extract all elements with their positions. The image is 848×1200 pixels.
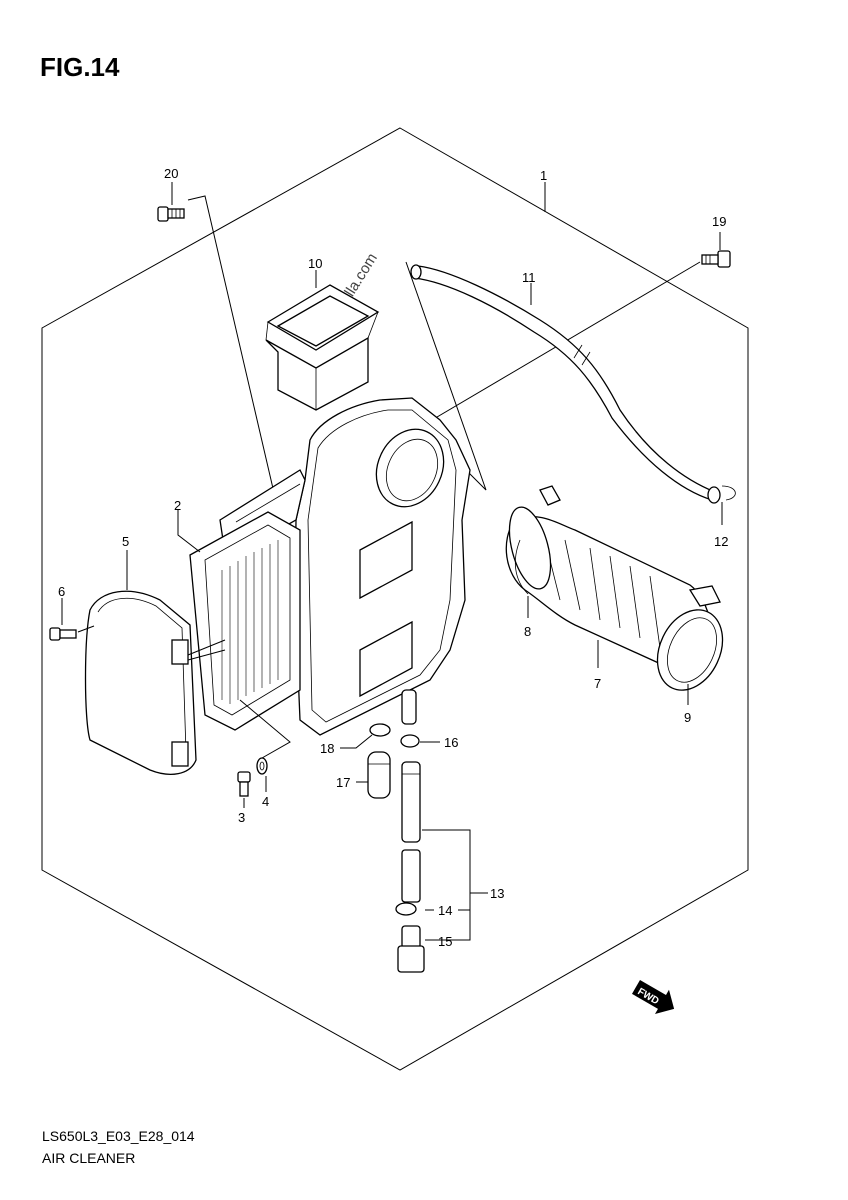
callout-20: 20 xyxy=(164,166,178,181)
figure-name: AIR CLEANER xyxy=(42,1150,136,1166)
callout-16: 16 xyxy=(444,735,458,750)
callout-4: 4 xyxy=(262,794,269,809)
part-9-clamp xyxy=(656,609,724,691)
part-4-washer xyxy=(256,757,268,775)
part-1-housing xyxy=(219,397,471,736)
svg-text:FWD: FWD xyxy=(635,986,660,1007)
callout-12: 12 xyxy=(714,534,728,549)
callout-14: 14 xyxy=(438,903,452,918)
figure-title: FIG.14 xyxy=(40,52,120,82)
part-16-oring xyxy=(400,734,420,748)
callout-17: 17 xyxy=(336,775,350,790)
part-18-oring xyxy=(369,723,391,737)
callout-13: 13 xyxy=(490,886,504,901)
assembly-boundary xyxy=(41,127,749,1071)
part-6-screw xyxy=(49,627,77,641)
part-12-clip xyxy=(721,485,736,501)
part-7-boot xyxy=(505,485,721,676)
callout-15: 15 xyxy=(438,934,452,949)
callout-9: 9 xyxy=(684,710,691,725)
part-13-drain-hose xyxy=(401,761,421,903)
part-10-cap xyxy=(265,284,380,411)
callout-8: 8 xyxy=(524,624,531,639)
part-2-filter xyxy=(189,511,301,731)
figure-code: LS650L3_E03_E28_014 xyxy=(42,1128,195,1144)
part-20-bolt xyxy=(157,206,185,222)
part-15-plug xyxy=(397,925,425,973)
part-19-bolt xyxy=(701,250,731,268)
callout-1: 1 xyxy=(540,168,547,183)
part-3-screw xyxy=(237,771,251,797)
callout-2: 2 xyxy=(174,498,181,513)
callout-6: 6 xyxy=(58,584,65,599)
callout-5: 5 xyxy=(122,534,129,549)
callout-18: 18 xyxy=(320,741,334,756)
part-17-plug xyxy=(367,751,391,799)
callout-10: 10 xyxy=(308,256,322,271)
part-5-cover xyxy=(84,590,226,775)
part-14-clip xyxy=(395,902,417,916)
callout-3: 3 xyxy=(238,810,245,825)
part-11-hose xyxy=(410,264,721,504)
callout-19: 19 xyxy=(712,214,726,229)
fwd-direction-badge: FWD xyxy=(632,980,675,1015)
callout-11: 11 xyxy=(522,270,536,285)
callout-7: 7 xyxy=(594,676,601,691)
part-8-clamp xyxy=(514,539,529,595)
